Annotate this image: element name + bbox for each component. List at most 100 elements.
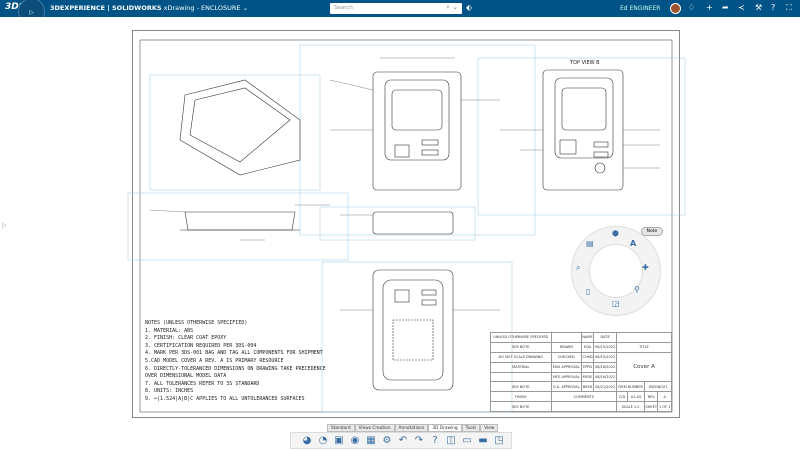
search-placeholder: Search — [334, 5, 353, 11]
title-block-cell: MATERIAL — [490, 361, 552, 373]
properties-icon[interactable]: ▦ — [366, 434, 376, 446]
3ds-logo: 3DS — [5, 2, 26, 12]
tab-tools[interactable]: Tools — [461, 424, 481, 432]
user-name[interactable]: Ed ENGINEER — [620, 5, 661, 12]
title-block-cell: UNLESS OTHERWISE SPECIFIED — [490, 332, 552, 343]
title-block-cell: EPPD — [580, 361, 595, 373]
title-block-cell: REV — [644, 391, 659, 403]
zoom-icon[interactable]: ⚲ — [634, 285, 640, 294]
chevron-down-icon[interactable]: ⌄ — [242, 4, 249, 12]
settings-icon[interactable]: ⚙ — [382, 434, 392, 446]
title-block-cell: 08/16/2022 — [593, 361, 618, 373]
tab-views-creation[interactable]: Views Creation — [354, 424, 395, 432]
title-block-cell: BKED — [580, 381, 595, 393]
title-block-cell: DATE — [593, 332, 618, 343]
help-icon[interactable]: ? — [771, 3, 776, 12]
toolbar-tabs: Standard Views Creation Annotations 3D D… — [327, 424, 499, 432]
wheel-center — [589, 244, 643, 298]
top-bar: 3DS ▷ 3DEXPERIENCE | SOLIDWORKS xDrawing… — [0, 0, 800, 25]
isometric-view — [179, 79, 301, 176]
document-icon[interactable]: ▯ — [586, 287, 591, 296]
side-panel-toggle-icon[interactable]: ▷ — [2, 222, 7, 229]
note-line: 1. MATERIAL: ABS — [145, 327, 194, 334]
3d-view-icon[interactable]: ◫ — [446, 434, 456, 446]
title-block-cell: C/D — [616, 391, 628, 403]
note-line: 4. MARK PER 3DS-001 BAG AND TAG ALL COMP… — [145, 350, 323, 357]
tab-view[interactable]: View — [480, 424, 499, 432]
title-block-cell: COMMENTS — [550, 391, 618, 403]
app-title[interactable]: 3DEXPERIENCE | SOLIDWORKS xDrawing - ENC… — [50, 4, 248, 12]
note-line: 7. ALL TOLERANCES REFER TO 3S STANDARD — [145, 380, 260, 387]
title-block-cell: 08/21/2022 — [593, 381, 618, 393]
note-line: 2. FINISH: CLEAR COAT EPOXY — [145, 335, 227, 342]
side-view — [184, 211, 296, 231]
drawing-notes: NOTES (UNLESS OTHERWISE SPECIFIED) 1. MA… — [145, 320, 326, 404]
title-block-cell — [490, 371, 552, 383]
note-line: 9. ⌓|1.524|A|B|C APPLIES TO ALL UNTOLERA… — [145, 395, 305, 402]
tab-annotations[interactable]: Annotations — [394, 424, 429, 432]
brand: 3DEXPERIENCE | SOLIDWORKS — [50, 4, 162, 12]
tools-icon[interactable]: ⚒ — [755, 3, 763, 12]
insert-view-icon[interactable]: ◲ — [612, 299, 620, 308]
note-line: NOTES (UNLESS OTHERWISE SPECIFIED) — [145, 320, 248, 326]
tab-3d-drawing[interactable]: 3D Drawing — [428, 424, 462, 432]
title-block-cell: CHKD — [580, 351, 595, 363]
undo-icon[interactable]: ↶ — [398, 434, 408, 446]
title-block-cell: ENG APPROVAL — [550, 361, 582, 373]
bottom-view — [372, 269, 454, 391]
title-block-cell: A1-A5 — [626, 391, 646, 403]
refresh-icon[interactable]: ◉ — [350, 434, 360, 446]
move-icon[interactable]: ✚ — [642, 263, 649, 272]
notifications-icon[interactable]: ♢ — [688, 3, 696, 12]
search-icon[interactable]: ⌕ ⌄ — [445, 3, 458, 11]
avatar[interactable] — [670, 3, 681, 14]
view-cube-icon[interactable]: ⬢ — [612, 229, 619, 238]
action-bar: ◕ ◔ ▣ ◉ ▦ ⚙ ↶ ↷ ? ◫ ▭ ▬ ◳ — [290, 432, 512, 449]
add-icon[interactable]: + — [706, 3, 713, 12]
search-input[interactable]: Search ⌕ ⌄ — [330, 3, 462, 14]
insert-icon[interactable]: ▭ — [462, 434, 472, 446]
drawing-title: Cover A — [616, 351, 672, 383]
title-block-cell: NAME — [580, 332, 595, 343]
command-wheel[interactable]: ⬢ ▤ A ⌕ ✚ ▯ ⚲ ◲ — [571, 226, 661, 316]
top-view-label: TOP VIEW B — [569, 60, 600, 66]
title-block-cell: SHEET — [644, 401, 659, 412]
title-block-cell: MFG APPROVAL — [550, 371, 582, 383]
title-block-cell: CHECKED — [550, 351, 582, 363]
text-annotation-icon[interactable]: A — [630, 239, 637, 248]
title-block-cell: 08/16/2022 — [593, 371, 618, 383]
title-block-cell: DWGNO/IT — [644, 381, 672, 393]
network-icon[interactable]: ≺ — [738, 3, 745, 12]
tag-icon[interactable]: ⬖ — [466, 3, 473, 12]
title-block-cell: SEE NOTE — [490, 401, 552, 412]
title-block-cell: 1 OF 1 — [657, 401, 672, 412]
redo-icon[interactable]: ↷ — [414, 434, 424, 446]
search-view-icon[interactable]: ⌕ — [576, 263, 581, 272]
title-block-cell: 08/15/2022 — [593, 351, 618, 363]
note-button[interactable]: Note — [641, 227, 663, 236]
title-block-cell — [616, 332, 672, 343]
title-block-cell: MFGE — [580, 371, 595, 383]
fullscreen-icon[interactable]: ⛶ — [786, 3, 792, 12]
tab-standard[interactable]: Standard — [327, 424, 355, 432]
title-block-cell: DO NOT SCALE DRAWING — [490, 351, 552, 363]
open-icon[interactable]: ◕ — [302, 434, 312, 446]
share-icon[interactable]: ➦ — [722, 3, 729, 12]
title-block-cell — [550, 332, 582, 343]
save-icon[interactable]: ▣ — [334, 434, 344, 446]
title-block-cell: Q.A. APPROVAL — [550, 381, 582, 393]
front-view — [372, 71, 462, 191]
revision-icon[interactable]: ◔ — [318, 434, 328, 446]
title-block-cell: SCALE 1:2 — [616, 401, 646, 412]
table-icon[interactable]: ▤ — [586, 239, 594, 248]
title-block-cell: DRAWN — [550, 341, 582, 353]
note-line: 6. DIRECTLY-TOLERANCED DIMENSIONS ON DRA… — [145, 365, 326, 372]
title-block-cell: FIRM NUMBER — [616, 381, 646, 393]
help-icon[interactable]: ? — [432, 434, 438, 446]
title-block-cell: SEE NOTE — [490, 341, 552, 353]
sheet-icon[interactable]: ▬ — [478, 434, 488, 446]
layout-icon[interactable]: ◳ — [494, 434, 504, 446]
note-line: 8. UNITS: INCHES — [145, 388, 194, 395]
